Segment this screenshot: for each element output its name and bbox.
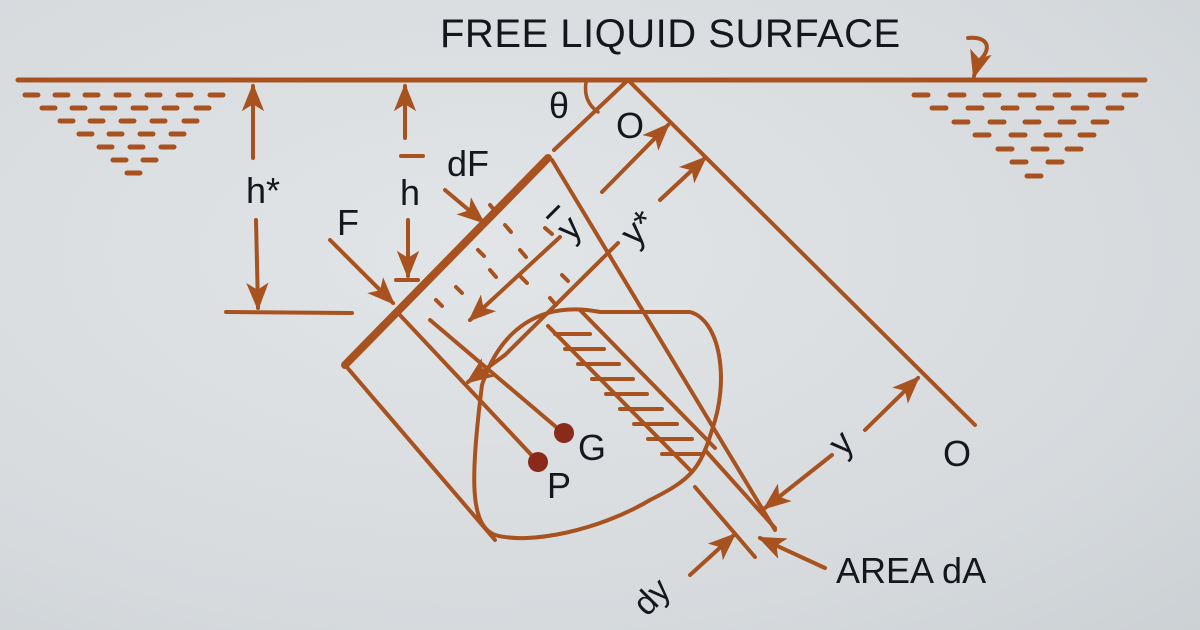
h-star-label: h* [246, 170, 281, 211]
dF-label: dF [447, 143, 490, 184]
water-hatch-left [22, 92, 226, 176]
y-bar-arrow [467, 235, 562, 322]
dF-arrow [443, 188, 486, 224]
plane-upper-edge [552, 78, 630, 152]
surface-label-pointer [966, 35, 992, 79]
dy-boundary-line [693, 485, 757, 559]
elemental-strip-hatched [546, 308, 777, 530]
line-to-P [396, 311, 540, 464]
y-star-arrow [600, 123, 670, 194]
F-label: F [337, 202, 359, 243]
h-star-arrow-down [246, 218, 269, 311]
axis-O-line [626, 78, 977, 427]
y-arrow-down [762, 453, 834, 510]
area-arrow [757, 536, 827, 570]
pressure-ticks [434, 203, 570, 308]
water-hatch-right [911, 92, 1139, 179]
dy-arrow-left [688, 533, 737, 577]
plane-area-outline [472, 307, 723, 541]
area-dA-label: AREA dA [836, 550, 987, 591]
free-liquid-surface-label: FREE LIQUID SURFACE [440, 12, 901, 56]
theta-label: θ [549, 85, 570, 126]
h-label: h [400, 172, 421, 213]
y-star-arrow-2 [658, 156, 708, 202]
y-bar-line-2 [503, 241, 620, 357]
centroid-point-G [554, 423, 574, 443]
F-arrow [328, 238, 395, 305]
line-to-G [428, 318, 564, 434]
h-star-baseline [224, 310, 354, 315]
O-top-label: O [616, 105, 645, 146]
centre-of-pressure-point-P [528, 452, 548, 472]
plane-thick-edge [341, 154, 552, 369]
G-label: G [578, 427, 607, 468]
P-label: P [547, 465, 572, 506]
y-arrow-up [863, 376, 920, 432]
plane-outline-left [343, 363, 497, 542]
plane-outline-top [550, 158, 777, 532]
O-bottom-label: O [943, 433, 972, 474]
